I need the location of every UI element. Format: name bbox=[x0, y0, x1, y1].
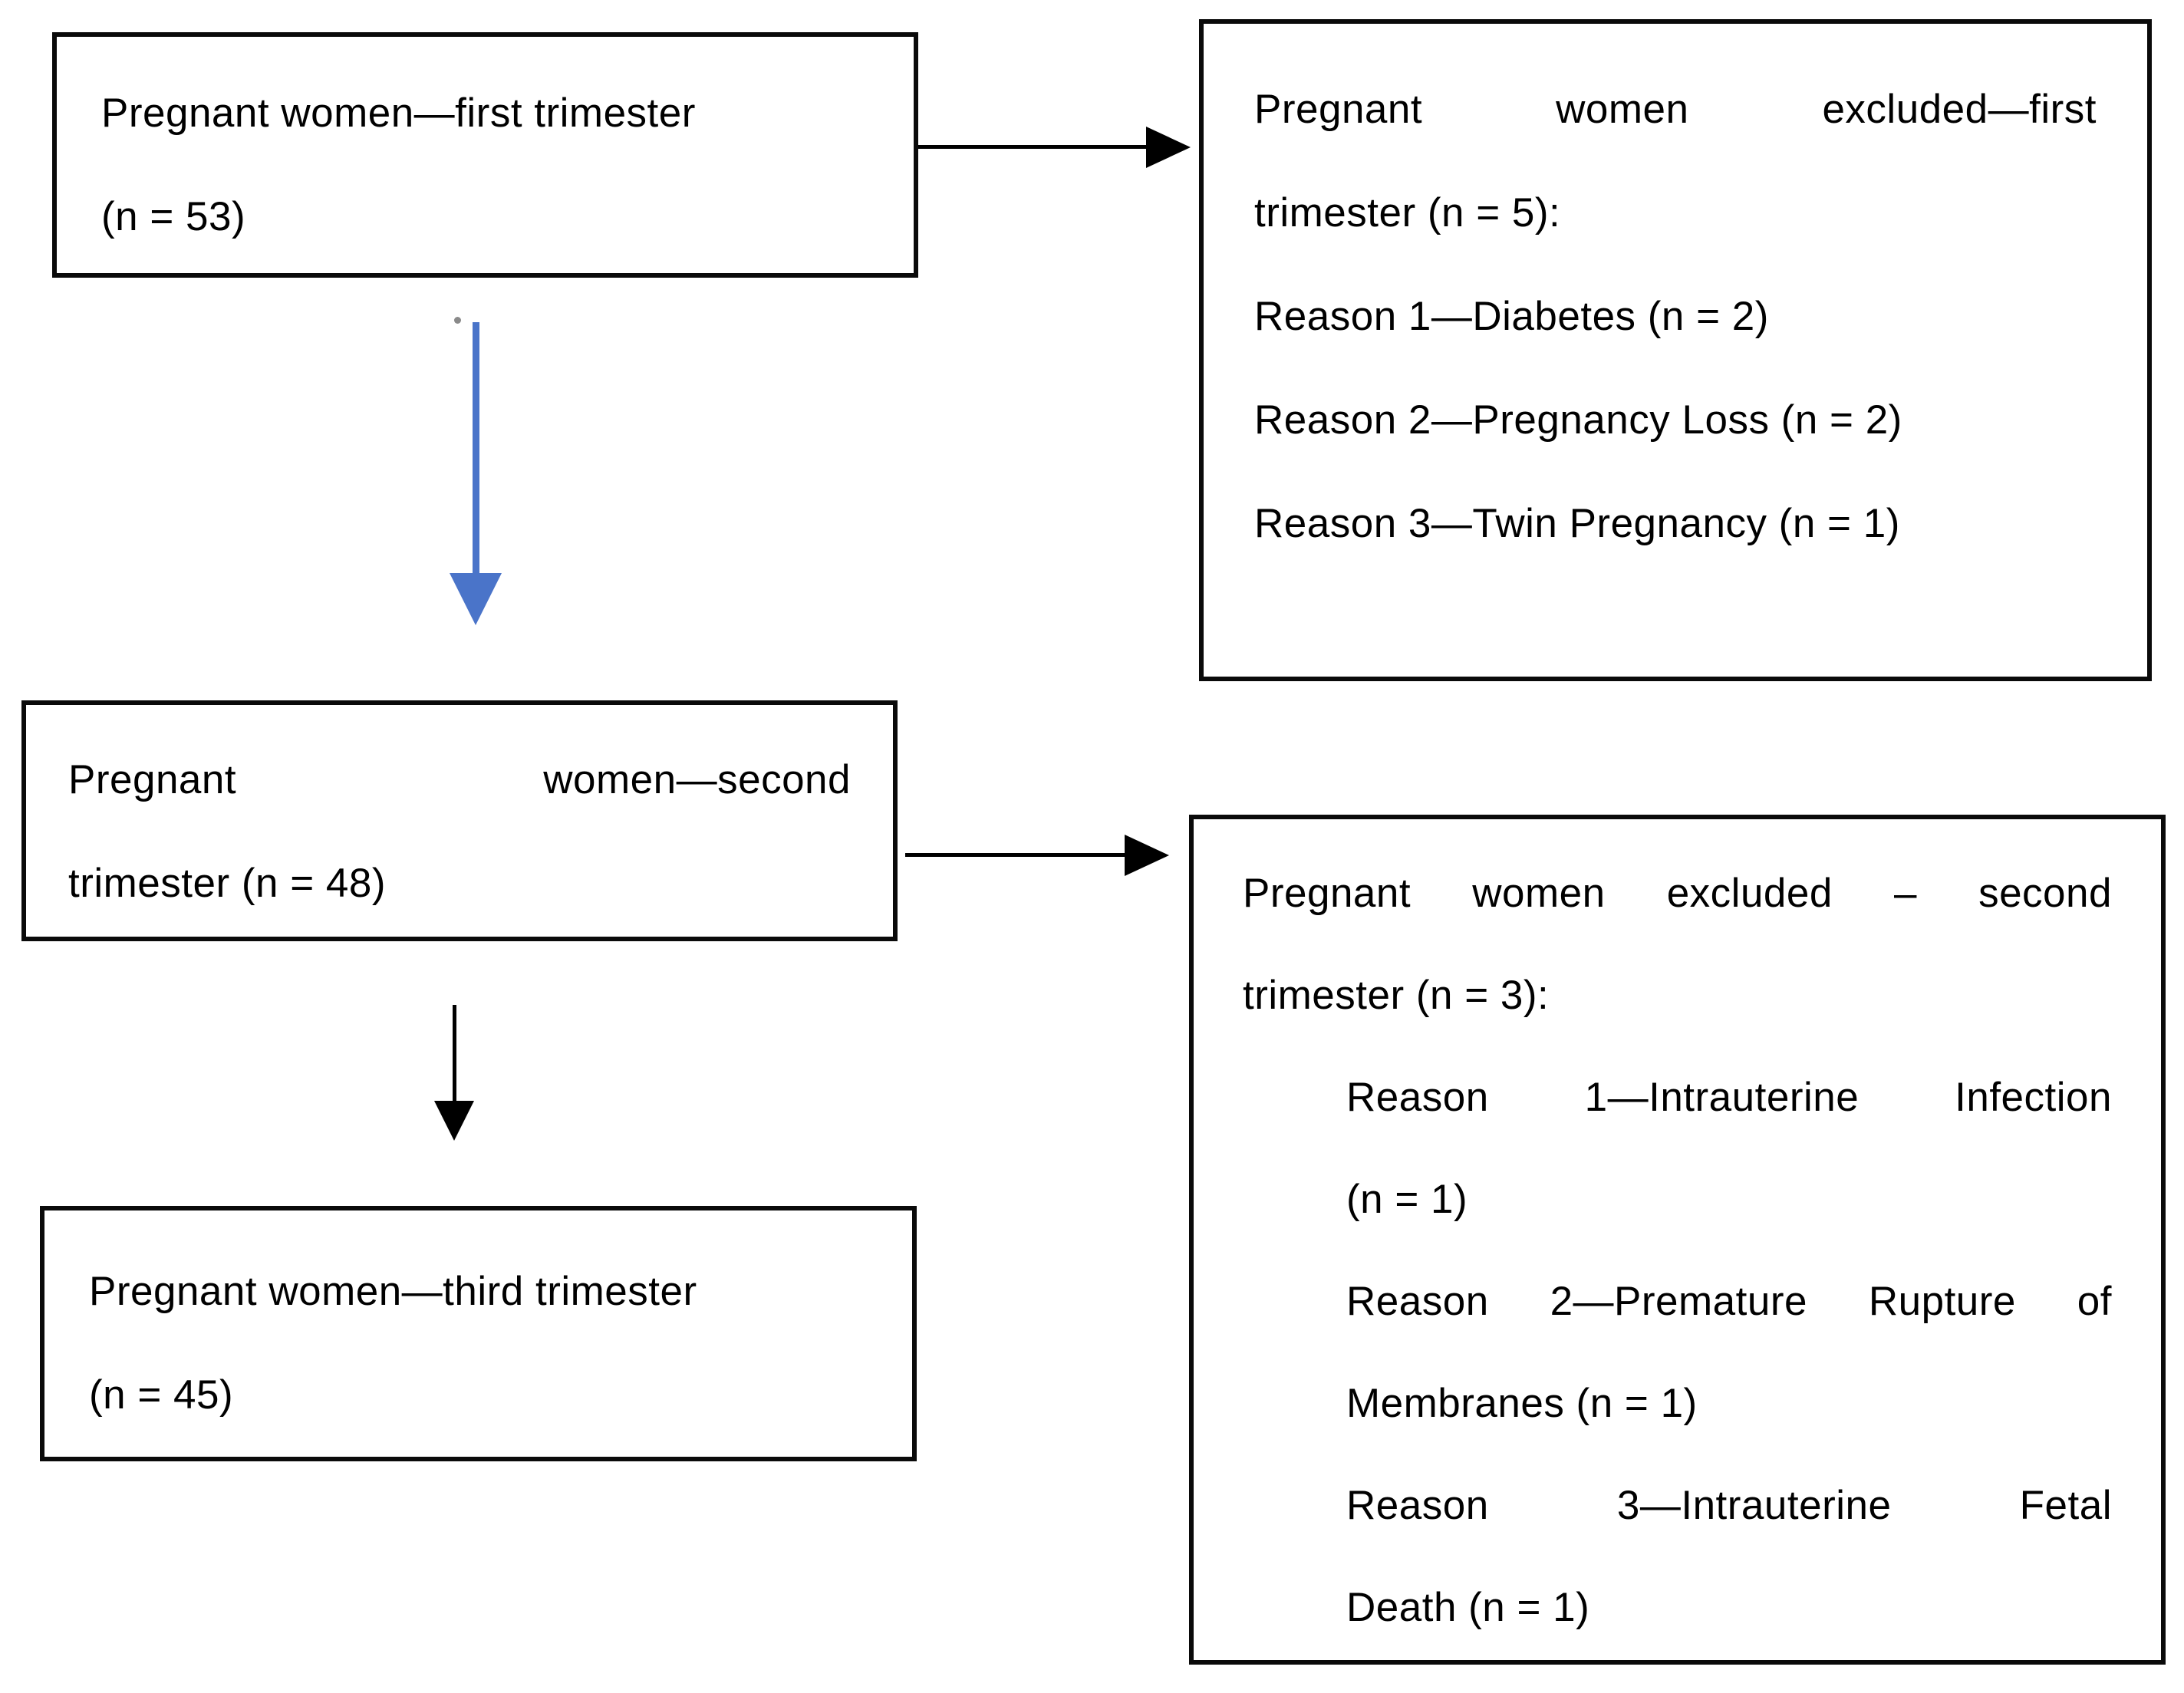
box-line-count: trimester (n = 48) bbox=[68, 861, 386, 906]
exclusion-reason-2: Reason 2—Pregnancy Loss (n = 2) bbox=[1254, 397, 1902, 443]
arrowhead-down-icon bbox=[450, 573, 502, 625]
box-line: Pregnant women—second bbox=[68, 757, 851, 802]
box-line: trimester (n = 3): bbox=[1243, 973, 1550, 1018]
exclusion-reason-1: Reason 1—Intrauterine Infection bbox=[1346, 1075, 2112, 1120]
box-line: Pregnant women excluded – second bbox=[1243, 871, 2112, 916]
exclusion-reason-1: Reason 1—Diabetes (n = 2) bbox=[1254, 294, 1769, 339]
box-first-trimester: Pregnant women—first trimester (n = 53) bbox=[52, 32, 918, 278]
scan-speck bbox=[454, 317, 461, 324]
box-line: Pregnant women—third trimester bbox=[89, 1269, 697, 1314]
arrowhead-right-icon bbox=[1125, 835, 1169, 876]
box-excluded-first-trimester: Pregnant women excluded—first trimester … bbox=[1199, 19, 2152, 681]
arrow-shaft bbox=[453, 1005, 456, 1105]
arrowhead-down-icon bbox=[434, 1101, 474, 1141]
exclusion-reason-1-count: (n = 1) bbox=[1346, 1177, 1468, 1222]
box-third-trimester: Pregnant women—third trimester (n = 45) bbox=[40, 1206, 917, 1461]
box-line: trimester (n = 5): bbox=[1254, 190, 1561, 236]
arrow-shaft bbox=[473, 322, 479, 575]
arrow-shaft bbox=[918, 145, 1148, 149]
exclusion-reason-2-count: Membranes (n = 1) bbox=[1346, 1381, 1698, 1426]
exclusion-reason-3-count: Death (n = 1) bbox=[1346, 1585, 1590, 1630]
exclusion-reason-3: Reason 3—Intrauterine Fetal bbox=[1346, 1483, 2112, 1528]
box-line-count: (n = 45) bbox=[89, 1372, 234, 1418]
box-line-count: (n = 53) bbox=[101, 194, 246, 239]
arrowhead-right-icon bbox=[1146, 127, 1191, 168]
arrow-shaft bbox=[905, 853, 1126, 857]
exclusion-reason-2: Reason 2—Premature Rupture of bbox=[1346, 1279, 2112, 1324]
exclusion-reason-3: Reason 3—Twin Pregnancy (n = 1) bbox=[1254, 501, 1900, 546]
box-line: Pregnant women—first trimester bbox=[101, 91, 696, 136]
box-line: Pregnant women excluded—first bbox=[1254, 87, 2097, 132]
box-excluded-second-trimester: Pregnant women excluded – second trimest… bbox=[1189, 815, 2166, 1665]
box-second-trimester: Pregnant women—second trimester (n = 48) bbox=[21, 700, 898, 941]
